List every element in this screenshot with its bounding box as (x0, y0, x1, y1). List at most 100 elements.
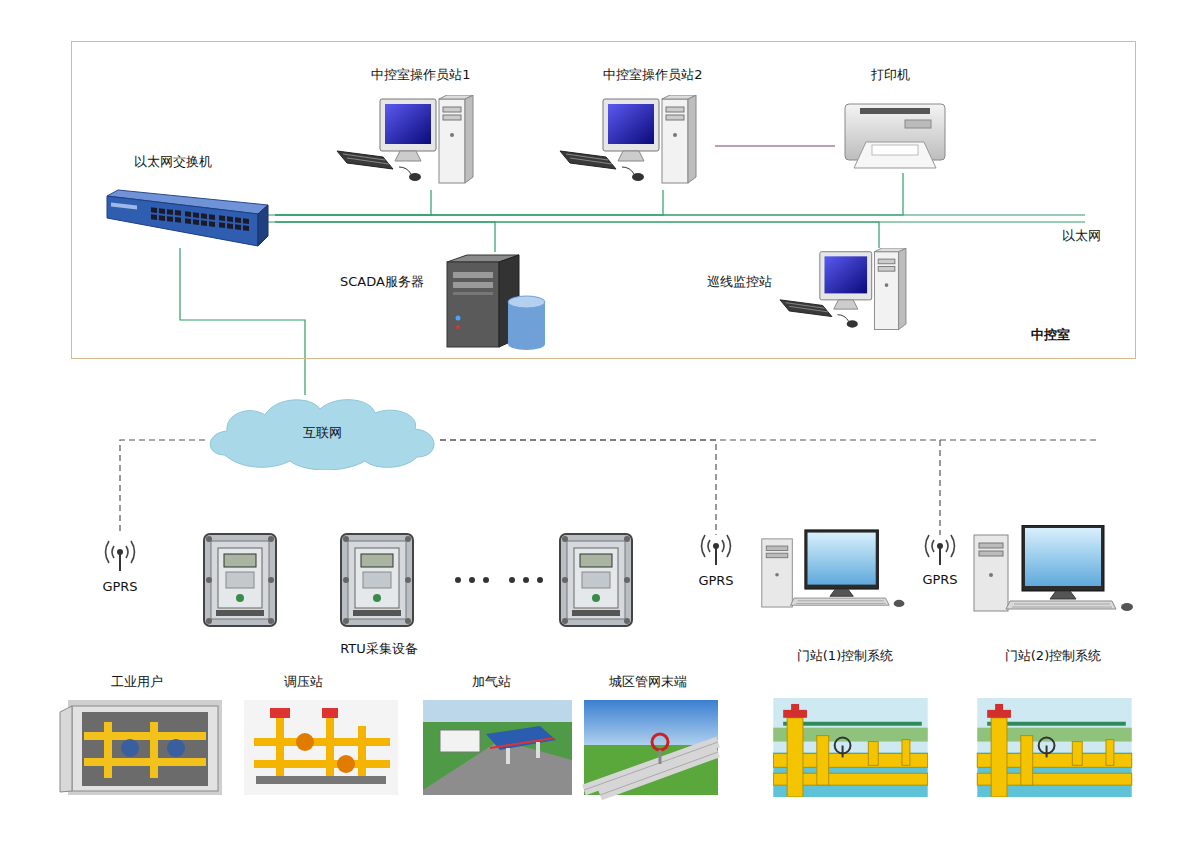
regulator-station-photo-part (256, 776, 386, 784)
node-label: 加气站 (472, 674, 511, 690)
switch-icon-part-part (235, 217, 241, 223)
connector (180, 248, 305, 395)
switch-node: 以太网交换机 (105, 150, 275, 248)
switch-icon-part-part (235, 224, 241, 230)
rtu-device (204, 534, 276, 626)
regulator-station-photo-part (337, 755, 355, 773)
server-icon-part (453, 282, 493, 288)
site-photo-node: 调压站 (242, 670, 400, 798)
industrial-user-photo-part (167, 739, 185, 757)
server-node: SCADA服务器 (337, 252, 548, 352)
control-room-region: 中控室以太网交换机中控室操作员站1中控室操作员站2打印机SCADA服务器巡线监控… (71, 41, 1136, 359)
gate-station-photo (773, 698, 927, 797)
connector (275, 222, 879, 248)
cloud-outline (210, 400, 434, 470)
switch-icon-part-part (227, 223, 233, 229)
gate-control-system: 门站(1)控制系统 (758, 522, 908, 665)
node-label: 调压站 (284, 674, 323, 690)
filling-station-photo-part (486, 726, 556, 750)
filling-station-photo-part (490, 738, 554, 748)
connector (275, 190, 663, 215)
server-icon (447, 255, 545, 350)
operator-station: 中控室操作员站1 (330, 65, 480, 190)
printer-icon-part (854, 142, 936, 168)
node-label: GPRS (102, 579, 137, 595)
node-label: 中控室操作员站2 (603, 67, 702, 83)
switch-icon-part-part (151, 214, 157, 220)
pipe-network-photo-part (584, 742, 718, 795)
switch-icon-part-part (185, 211, 191, 217)
node-label: GPRS (922, 572, 957, 588)
switch-icon-part-part (111, 202, 137, 209)
switch-icon-part-part (243, 218, 249, 224)
switch-icon-part (258, 205, 268, 246)
switch-icon-part-part (201, 220, 207, 226)
ellipsis-dots-part (509, 577, 515, 583)
switch-icon-part-part (175, 217, 181, 223)
connector (715, 145, 835, 146)
industrial-user-photo-part (150, 722, 158, 778)
switch-icon-part (111, 202, 249, 230)
switch-icon-part-part (227, 216, 233, 222)
switch-icon-part-part (193, 219, 199, 225)
switch-icon-part (107, 196, 258, 246)
connector (440, 440, 716, 535)
node-label: 城区管网末端 (609, 674, 687, 690)
ellipsis-dots-part (523, 577, 529, 583)
switch-icon-part-part (167, 216, 173, 222)
switch-icon (107, 190, 268, 246)
switch-icon-part-part (159, 215, 165, 221)
filling-station-photo-part (423, 700, 572, 722)
switch-icon-part-part (243, 225, 249, 231)
rtu-device (560, 534, 632, 626)
switch-icon-part-part (175, 210, 181, 216)
node-label: 互联网 (303, 425, 342, 441)
server-icon-part (456, 316, 461, 321)
switch-icon-part-part (209, 214, 215, 220)
printer-node: 打印机 (835, 65, 953, 173)
pipe-network-photo-part (584, 742, 718, 795)
industrial-user-photo-part (84, 732, 206, 740)
connector (275, 190, 431, 215)
gprs-node: GPRS (95, 535, 145, 597)
switch-icon-part-part (209, 221, 215, 227)
switch-icon-part-part (185, 218, 191, 224)
filling-station-photo-part (506, 748, 510, 764)
regulator-station-photo (244, 700, 398, 795)
connector (120, 440, 205, 535)
gprs-antenna (926, 535, 955, 565)
gate-control-system: 门站(2)控制系统 (968, 522, 1138, 665)
site-photo-node: 工业用户 (66, 670, 224, 798)
gprs-antenna (702, 535, 731, 565)
regulator-station-photo-part (270, 708, 290, 718)
node-label: RTU采集设备 (340, 641, 418, 657)
switch-icon-part-part (193, 212, 199, 218)
server-icon-part (508, 296, 545, 308)
gprs-link-tail (940, 440, 1100, 441)
rtu-group: RTU采集设备 (195, 527, 640, 659)
connector (275, 173, 903, 215)
regulator-station-photo-part (244, 700, 398, 795)
printer-icon (845, 104, 945, 168)
node-label: 门站(2)控制系统 (1005, 648, 1101, 664)
switch-icon-part-part (151, 207, 157, 213)
ellipsis-dots-part (455, 577, 461, 583)
printer-icon-part (905, 120, 931, 128)
gate-pc-icon (974, 525, 1133, 611)
printer-icon-part (860, 108, 930, 114)
filling-station-photo-part (536, 742, 540, 758)
industrial-user-photo-part (82, 712, 208, 786)
server-icon-part (447, 262, 499, 347)
filling-station-photo (423, 700, 572, 795)
industrial-user-photo (60, 700, 222, 795)
node-label: SCADA服务器 (340, 274, 424, 290)
industrial-user-photo-part (60, 706, 72, 792)
pipe-network-photo (584, 700, 718, 795)
ellipsis-dots-part (537, 577, 543, 583)
pipe-network-photo-part (659, 750, 662, 764)
connector (440, 440, 940, 535)
switch-icon-part-part (167, 209, 173, 215)
